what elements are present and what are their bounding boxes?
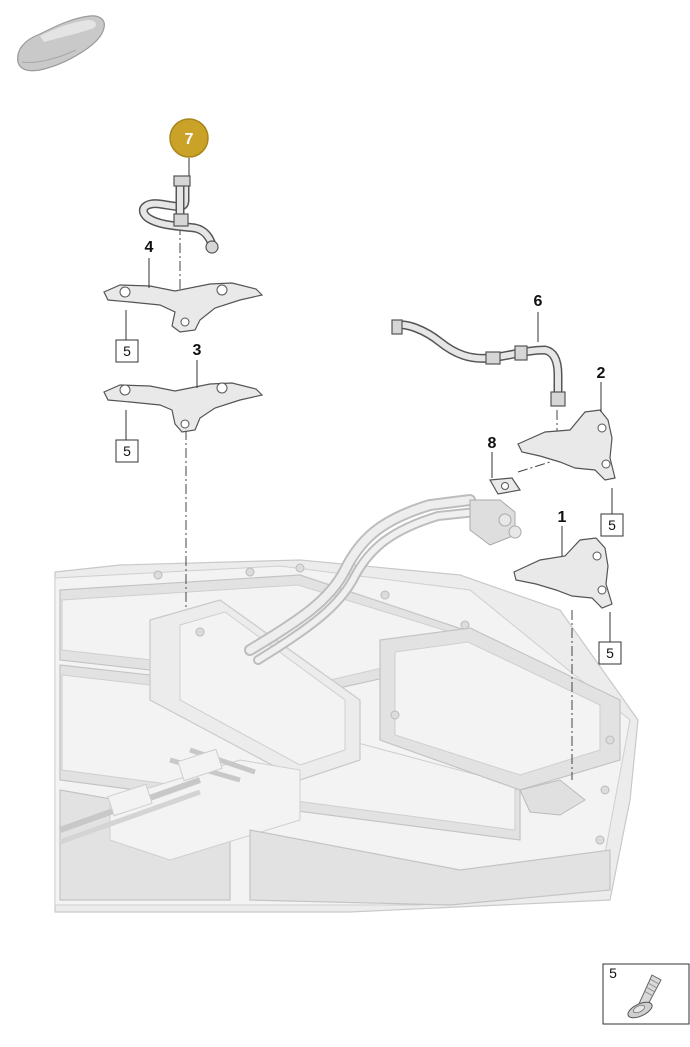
callout-1: 1	[558, 509, 567, 526]
fastener-leaders	[125, 310, 613, 642]
fastener-box-label: 5	[608, 517, 616, 533]
fastener-box[interactable]: 5	[115, 439, 139, 463]
car-model-icon[interactable]	[17, 15, 105, 72]
battery-housing-ghost	[54, 494, 639, 913]
callout-7-highlight[interactable]: 7	[169, 118, 209, 158]
screw-icon	[627, 974, 662, 1019]
bracket-2[interactable]	[517, 382, 616, 481]
coolant-hose-6[interactable]	[391, 312, 566, 407]
fastener-box[interactable]: 5	[115, 339, 139, 363]
callout-8: 8	[488, 435, 497, 452]
fastener-box[interactable]: 5	[598, 641, 622, 665]
bracket-plate-3[interactable]	[103, 360, 264, 433]
bracket-plate-4[interactable]	[103, 258, 264, 333]
fastener-box-label: 5	[606, 645, 614, 661]
legend-screw-box[interactable]: 5	[602, 963, 690, 1025]
fastener-box-label: 5	[123, 443, 131, 459]
fastener-box[interactable]: 5	[600, 513, 624, 537]
legend-number: 5	[609, 965, 617, 981]
callout-3: 3	[193, 342, 202, 359]
nut-plate-8[interactable]	[489, 452, 522, 495]
bracket-1[interactable]	[513, 526, 613, 609]
callout-6: 6	[534, 293, 543, 310]
callout-7: 7	[185, 131, 194, 148]
coolant-hose-7[interactable]	[138, 158, 219, 254]
callout-4: 4	[145, 239, 154, 256]
callout-2: 2	[597, 365, 606, 382]
fastener-box-label: 5	[123, 343, 131, 359]
